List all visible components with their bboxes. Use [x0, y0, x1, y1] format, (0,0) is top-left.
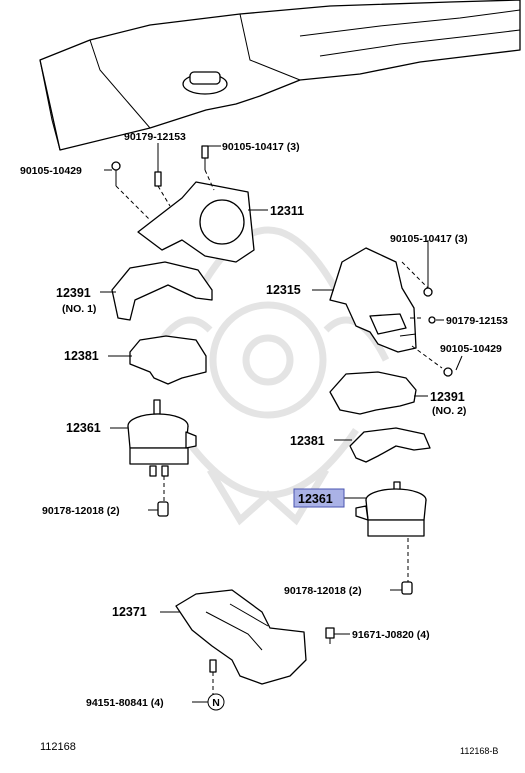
- bracket-12311: [115, 169, 255, 263]
- label-12311: 12311: [270, 204, 304, 218]
- label-90178-12018-left: 90178-12018 (2): [42, 505, 120, 517]
- figure-id-left: 112168: [40, 741, 76, 753]
- leader-lines: [100, 143, 463, 703]
- label-90178-12018-right: 90178-12018 (2): [284, 585, 362, 597]
- label-12315: 12315: [266, 283, 301, 297]
- label-12391-left: 12391: [56, 286, 91, 300]
- label-12391-left-sub: (NO. 1): [62, 303, 96, 315]
- label-94151-80841: 94151-80841 (4): [86, 697, 164, 709]
- mount-12361-left: [127, 399, 197, 517]
- label-90105-10417-right: 90105-10417 (3): [390, 233, 468, 245]
- label-90105-10429-right: 90105-10429: [440, 343, 502, 355]
- bracket-12315: [329, 247, 453, 377]
- label-90105-10429-left: 90105-10429: [20, 165, 82, 177]
- insulator-12391-no2: [329, 371, 417, 415]
- svg-text:N: N: [212, 697, 220, 709]
- highlight-box: [293, 488, 345, 508]
- n-marker: N: [207, 693, 225, 711]
- label-91671-j0820: 91671-J0820 (4): [352, 629, 430, 641]
- insulator-12391-no1: [111, 261, 213, 321]
- label-12371: 12371: [112, 605, 147, 619]
- bolt-90179-12153-top: [154, 150, 162, 187]
- label-90179-12153-top: 90179-12153: [124, 131, 186, 143]
- label-90105-10417-top: 90105-10417 (3): [222, 141, 300, 153]
- part-labels: 90179-12153 90105-10417 (3) 90105-10429 …: [20, 131, 508, 709]
- bolt-90105-10417-top: [201, 145, 209, 170]
- engine-block: [39, 0, 521, 151]
- plate-12381-right: [349, 427, 431, 463]
- label-12381-left: 12381: [64, 349, 99, 363]
- label-12391-right: 12391: [430, 390, 465, 404]
- bolt-90105-10429-left: [111, 161, 121, 186]
- label-12381-right: 12381: [290, 434, 325, 448]
- figure-id-right: 112168-B: [460, 746, 498, 756]
- plate-12381-left: [129, 335, 207, 385]
- label-90179-12153-right: 90179-12153: [446, 315, 508, 327]
- label-12361-right: 12361: [298, 492, 333, 506]
- crossmember-12371: [175, 589, 335, 696]
- mount-12361-right: [355, 481, 427, 595]
- label-12391-right-sub: (NO. 2): [432, 405, 466, 417]
- label-12361-left: 12361: [66, 421, 101, 435]
